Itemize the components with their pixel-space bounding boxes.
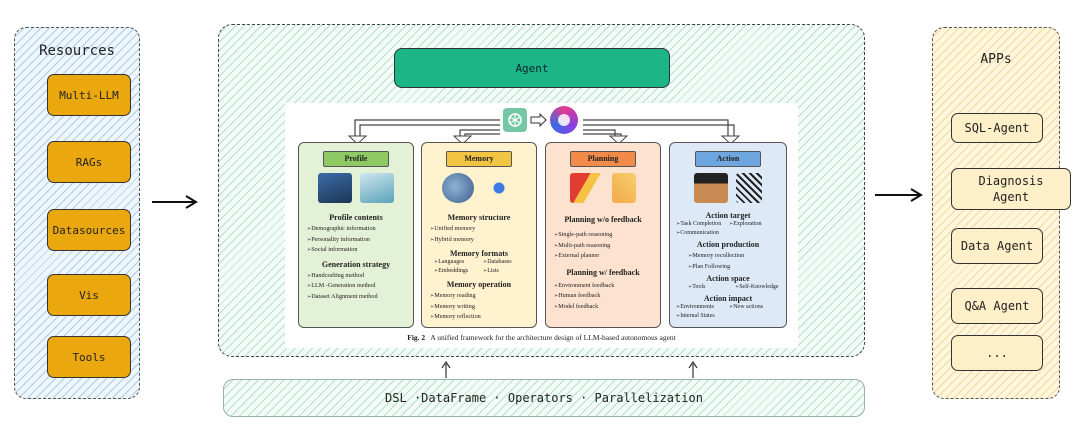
dsl-bar[interactable]: DSL ·DataFrame · Operators · Paralleliza…: [223, 379, 865, 417]
arrow-right-icon: [530, 113, 547, 127]
list-item: Dataset Alignment method: [307, 292, 409, 303]
figure-caption: Fig. 2 A unified framework for the archi…: [285, 333, 798, 342]
app-qa-agent[interactable]: Q&A Agent: [951, 288, 1043, 324]
arrow-up-icon: [441, 360, 451, 378]
caption-text: A unified framework for the architecture…: [430, 333, 676, 342]
caption-prefix: Fig. 2: [407, 333, 426, 342]
action-section-title: Action space: [706, 274, 750, 283]
list-item: Memory reflection: [430, 312, 532, 323]
app-sql-agent[interactable]: SQL-Agent: [951, 113, 1043, 143]
agent-label: Agent: [515, 61, 549, 75]
list-item: Environments: [676, 303, 729, 312]
puzzle-icon: [612, 173, 636, 203]
list-item: Multi-path reasoning: [554, 241, 656, 252]
resource-multi-llm[interactable]: Multi-LLM: [47, 74, 131, 116]
resources-title: Resources: [39, 43, 115, 59]
app-more[interactable]: ...: [951, 335, 1043, 371]
list-item: Tools: [688, 283, 735, 292]
brain-icon: [442, 173, 474, 203]
distribution-arrows: [347, 119, 741, 145]
profile-column: Profile Profile contents Demographic inf…: [298, 142, 414, 328]
list-item: Plan Following: [678, 262, 782, 273]
memory-section-title: Memory operation: [446, 280, 512, 289]
agent-bar[interactable]: Agent: [394, 48, 670, 88]
memory-header: Memory: [446, 151, 512, 167]
list-item: LLM -Generation method: [307, 281, 409, 292]
profile-person-image: [318, 173, 352, 203]
list-item: Exploration: [729, 220, 782, 229]
laptop-icon: [360, 173, 394, 203]
list-item: New actions: [729, 303, 782, 312]
list-item: Memory writing: [430, 302, 532, 313]
action-section-title: Action production: [696, 240, 760, 249]
list-item: Unified memory: [430, 224, 532, 235]
list-item: Task Completion: [676, 220, 729, 229]
list-item: Personality information: [307, 235, 409, 246]
resource-tools[interactable]: Tools: [47, 336, 131, 378]
action-column: Action Action target Task Completion Exp…: [669, 142, 787, 328]
list-item: Memory recollection: [678, 251, 782, 262]
clapperboard-icon: [694, 173, 728, 203]
planning-section-title: Planning w/o feedback: [564, 215, 642, 224]
resource-datasources[interactable]: Datasources: [47, 209, 131, 251]
list-item: Social information: [307, 245, 409, 256]
list-item: Handcrafting method: [307, 271, 409, 282]
list-item: Single-path reasoning: [554, 230, 656, 241]
list-item: Hybrid memory: [430, 235, 532, 246]
resource-vis[interactable]: Vis: [47, 274, 131, 316]
profile-section-title: Profile contents: [329, 213, 383, 222]
planning-section-title: Planning w/ feedback: [566, 267, 640, 277]
list-item: Self-Knowledge: [735, 283, 782, 292]
arrow-up-icon: [688, 360, 698, 378]
app-diagnosis-agent[interactable]: Diagnosis Agent: [951, 168, 1071, 210]
list-item: External planner: [554, 251, 656, 262]
list-item: Databases: [483, 258, 532, 267]
dsl-bar-label: DSL ·DataFrame · Operators · Paralleliza…: [385, 391, 703, 405]
list-item: Embeddings: [434, 267, 483, 276]
list-item: Communication: [676, 229, 729, 238]
arrow-right-icon: [152, 195, 198, 209]
resources-panel: Resources Multi-LLM RAGs Datasources Vis…: [14, 27, 140, 399]
list-item: Languages: [434, 258, 483, 267]
running-icon: [736, 173, 762, 203]
openai-logo-icon: [503, 108, 527, 132]
arrow-right-icon: [875, 188, 923, 202]
network-icon: [482, 173, 516, 203]
list-item: Environment feedback: [554, 281, 656, 292]
list-item: Memory reading: [430, 291, 532, 302]
app-data-agent[interactable]: Data Agent: [951, 228, 1043, 264]
planning-column: Planning Planning w/o feedback Single-pa…: [545, 142, 661, 328]
profile-section-title: Generation strategy: [321, 259, 391, 269]
apps-panel: APPs SQL-Agent Diagnosis Agent Data Agen…: [932, 27, 1071, 399]
profile-header: Profile: [323, 151, 389, 167]
plan-icon: [570, 173, 604, 203]
list-item: Human feedback: [554, 291, 656, 302]
list-item: Internal States: [676, 312, 729, 321]
action-section-title: Action target: [705, 211, 751, 220]
action-header: Action: [695, 151, 761, 167]
list-item: Lists: [483, 267, 532, 276]
planning-header: Planning: [570, 151, 636, 167]
memory-section-title: Memory formats: [450, 249, 508, 258]
action-section-title: Action impact: [703, 294, 753, 303]
resource-rags[interactable]: RAGs: [47, 141, 131, 183]
memory-section-title: Memory structure: [447, 213, 511, 222]
apps-title: APPs: [980, 52, 1012, 67]
list-item: Demographic information: [307, 224, 409, 235]
llm-logo-icon: [550, 106, 578, 134]
memory-column: Memory Memory structure Unified memory H…: [421, 142, 537, 328]
list-item: Model feedback: [554, 302, 656, 313]
